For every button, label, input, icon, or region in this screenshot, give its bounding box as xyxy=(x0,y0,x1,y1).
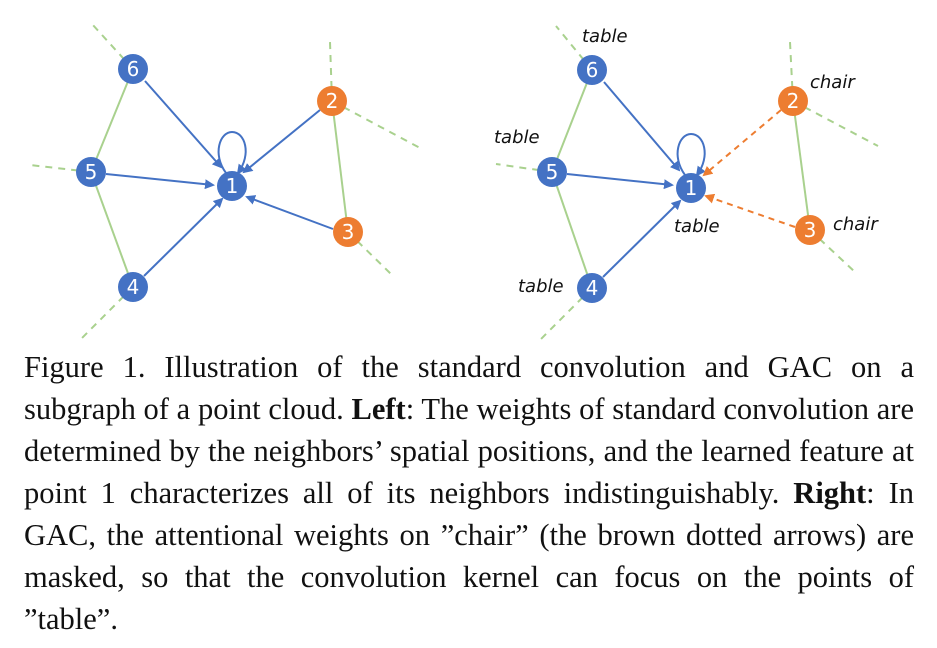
left-node-1: 1 xyxy=(217,171,247,201)
svg-text:2: 2 xyxy=(326,89,339,113)
caption-left-text: : The weights of standard convolution ar… xyxy=(24,392,914,510)
left-node-4: 4 xyxy=(118,272,148,302)
svg-text:2: 2 xyxy=(787,89,800,113)
left-node-2: 2 xyxy=(317,86,347,116)
right-arrow-2-1 xyxy=(702,109,782,177)
label-chair-node3: chair xyxy=(833,214,879,235)
right-node-2: 2 xyxy=(778,86,808,116)
graph-canvas: 1 6 5 4 2 3 xyxy=(29,23,879,340)
svg-text:1: 1 xyxy=(685,176,698,200)
left-arrow-4-1 xyxy=(143,197,224,277)
right-node-5: 5 xyxy=(537,157,567,187)
left-node-5: 5 xyxy=(76,157,106,187)
svg-text:5: 5 xyxy=(546,160,559,184)
right-graph: 1 6 5 4 2 3 table table table table chai… xyxy=(494,25,879,340)
right-node-1: 1 xyxy=(676,173,706,203)
left-dashed-edges xyxy=(29,23,421,340)
caption-left-label: Left xyxy=(351,392,406,426)
caption-intro: Figure 1. Illustration of the standard c… xyxy=(24,350,914,426)
left-self-loop xyxy=(217,130,247,175)
right-arrow-5-1 xyxy=(566,173,674,190)
label-table-node6: table xyxy=(582,26,628,47)
svg-text:5: 5 xyxy=(85,160,98,184)
right-node-4: 4 xyxy=(577,273,607,303)
right-self-loop xyxy=(676,132,706,177)
left-solid-edges xyxy=(90,68,349,288)
left-node-6: 6 xyxy=(118,54,148,84)
svg-text:4: 4 xyxy=(127,275,140,299)
svg-text:6: 6 xyxy=(127,57,140,81)
right-node-6: 6 xyxy=(577,55,607,85)
left-graph: 1 6 5 4 2 3 xyxy=(29,23,421,340)
left-arrow-3-1 xyxy=(245,195,334,230)
right-orange-arrows xyxy=(702,109,796,228)
left-node-3: 3 xyxy=(333,217,363,247)
caption-right-text: : In GAC, the attentional weights on ”ch… xyxy=(24,476,914,636)
svg-text:3: 3 xyxy=(804,218,817,242)
label-chair-node2: chair xyxy=(810,72,856,93)
right-arrow-6-1 xyxy=(603,81,681,172)
figure-illustration: 1 6 5 4 2 3 xyxy=(29,23,879,340)
label-table-node5: table xyxy=(494,127,540,148)
left-arrow-2-1 xyxy=(242,109,321,174)
left-arrow-6-1 xyxy=(144,80,223,169)
right-blue-arrows xyxy=(566,81,706,278)
right-dashed-edges xyxy=(495,25,879,340)
svg-text:1: 1 xyxy=(226,174,239,198)
label-table-node4: table xyxy=(518,276,564,297)
left-arrows xyxy=(105,80,334,277)
right-arrow-3-1 xyxy=(704,193,796,228)
svg-text:4: 4 xyxy=(586,276,599,300)
right-arrow-4-1 xyxy=(602,199,682,278)
left-arrow-5-1 xyxy=(105,173,215,190)
right-node-3: 3 xyxy=(795,215,825,245)
svg-text:3: 3 xyxy=(342,220,355,244)
right-solid-edges xyxy=(551,69,811,289)
figure-caption: Figure 1. Illustration of the standard c… xyxy=(24,346,914,640)
caption-right-label: Right xyxy=(793,476,867,510)
label-table-node1: table xyxy=(674,216,720,237)
svg-text:6: 6 xyxy=(586,58,599,82)
